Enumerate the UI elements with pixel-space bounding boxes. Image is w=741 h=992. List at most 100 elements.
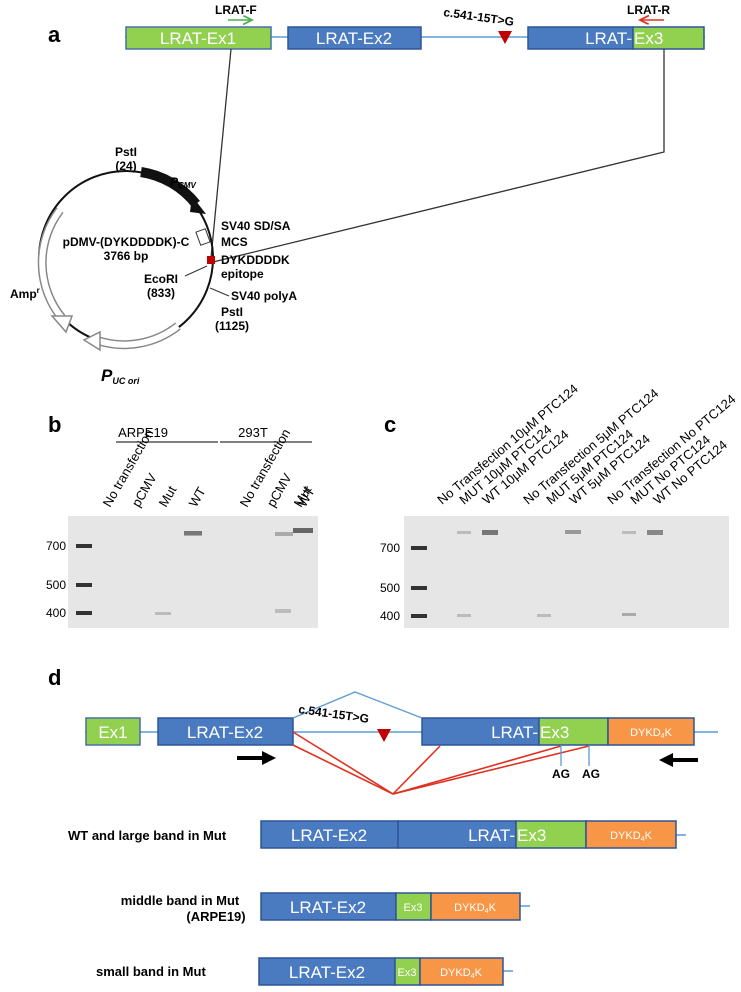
ladder-label-b: 700 <box>46 539 66 553</box>
sv40-sdsa-label: SV40 SD/SA <box>221 219 291 233</box>
puc-ori-label: PUC ori <box>101 366 140 386</box>
exon3-label-part1: LRAT- <box>585 29 632 48</box>
ladder-label-c: 400 <box>380 609 400 623</box>
ladder-band-c <box>411 586 427 590</box>
epitope-marker <box>207 256 215 264</box>
gel-band-c <box>457 614 471 617</box>
gel-c <box>404 516 729 628</box>
row1-ex3-label-part2: Ex3 <box>517 826 546 845</box>
aberrant-splice-line-2 <box>392 745 441 795</box>
group-label-293t: 293T <box>238 425 268 440</box>
ladder-labels-b: 700 500 400 <box>46 539 66 620</box>
ex3-green-part-d <box>538 717 609 746</box>
ex1-box-d <box>85 717 141 746</box>
row2-tag-label: DYKD4K <box>454 902 496 915</box>
mutation-marker-a <box>498 31 512 44</box>
panel-letter-d: d <box>48 665 61 690</box>
gel-band-b <box>293 528 313 533</box>
ladder-label-c: 700 <box>380 541 400 555</box>
ladder-label-c: 500 <box>380 581 400 595</box>
gel-band-b <box>275 609 291 613</box>
gel-band-c <box>457 531 471 534</box>
exon2-box <box>287 26 422 50</box>
row2-label-line1: middle band in Mut <box>121 893 240 908</box>
normal-splice-line <box>292 691 423 719</box>
ampr-arrow-head <box>50 315 74 334</box>
plasmid-size: 3766 bp <box>104 249 149 263</box>
row1-ex2-label: LRAT-Ex2 <box>291 826 367 845</box>
gel-band-c <box>647 530 663 535</box>
ecori-label: EcoRI <box>144 272 178 286</box>
ex3-blue-part-d <box>421 717 540 746</box>
ex1-label-d: Ex1 <box>98 723 127 742</box>
plasmid-name: pDMV-(DYKDDDDK)-C <box>63 235 190 249</box>
row3-label: small band in Mut <box>96 964 206 979</box>
row1-ex3-label-part1: LRAT- <box>468 826 515 845</box>
gel-band-b <box>184 531 202 535</box>
ladder-label-b: 400 <box>46 606 66 620</box>
row1-ex2-box <box>260 820 399 849</box>
lane-label-b: Mut <box>156 483 180 510</box>
gel-band-b <box>155 612 171 615</box>
primer-arrow-forward-d <box>237 751 276 765</box>
psti-bottom-position: (1125) <box>215 319 249 333</box>
ex3-label-part1-d: LRAT- <box>491 723 538 742</box>
row2-ex3-label: Ex3 <box>404 902 423 914</box>
panel-letter-c: c <box>384 412 396 437</box>
ag-site-2: AG <box>582 767 600 781</box>
pcmv-label: PCMV <box>170 175 196 190</box>
exon2-label: LRAT-Ex2 <box>316 29 392 48</box>
mutation-label-d: c.541-15T>G <box>298 702 370 726</box>
row1-tag-box <box>585 820 677 849</box>
tag-label-d: DYKD4K <box>630 727 672 740</box>
aberrant-splice-line-4 <box>392 745 590 795</box>
ag-site-1: AG <box>552 767 570 781</box>
gel-bands-b <box>76 528 313 615</box>
psti-bottom-label: PstI <box>221 305 243 319</box>
row2-tag-box <box>430 892 521 921</box>
gel-band-c <box>622 531 636 534</box>
panel-letter-b: b <box>48 412 61 437</box>
puc-ori-arrow-head <box>82 330 101 352</box>
ladder-band-c <box>411 614 427 618</box>
gel-band-c <box>537 614 551 617</box>
ecori-position: (833) <box>147 286 175 300</box>
row2-label-line2: (ARPE19) <box>186 909 245 924</box>
row1-ex3-green <box>515 820 587 849</box>
ex2-box-d <box>157 717 294 746</box>
psti-top-label: PstI <box>115 145 137 159</box>
tag-box-d <box>607 717 695 746</box>
exon3-label-part2: Ex3 <box>634 29 663 48</box>
mutation-label-a: c.541-15T>G <box>443 5 515 29</box>
insert-line-right <box>212 49 665 263</box>
row3-tag-box <box>419 957 504 986</box>
primer-forward-label: LRAT-F <box>215 3 257 17</box>
ampr-label: Ampr <box>10 286 40 301</box>
ladder-label-b: 500 <box>46 578 66 592</box>
ladder-band-b <box>76 611 92 615</box>
epitope-label-2: epitope <box>221 267 264 281</box>
row3-ex2-label: LRAT-Ex2 <box>289 963 365 982</box>
primer-arrow-reverse-d <box>659 753 698 767</box>
mutation-marker-d <box>377 729 391 742</box>
insert-line-left <box>210 48 232 259</box>
row3-ex2-box <box>258 957 396 986</box>
gel-bands-c <box>411 530 663 618</box>
sv40-sdsa-box <box>195 228 211 246</box>
primer-reverse-label: LRAT-R <box>627 3 670 17</box>
row1-tag-label: DYKD4K <box>610 830 652 843</box>
epitope-label-1: DYKDDDDK <box>221 253 290 267</box>
row3-tag-label: DYKD4K <box>440 967 482 980</box>
aberrant-splice-line-3 <box>392 745 562 795</box>
ladder-band-b <box>76 583 92 587</box>
lane-label-b: pCMV <box>129 470 160 509</box>
lane-label-b: WT <box>186 484 209 509</box>
group-label-arpe19: ARPE19 <box>118 425 168 440</box>
row2-ex2-label: LRAT-Ex2 <box>290 898 366 917</box>
exon3-green-part <box>632 26 705 50</box>
gel-band-c <box>482 530 498 535</box>
row1-ex3-blue <box>397 820 517 849</box>
gel-band-c <box>622 613 636 616</box>
